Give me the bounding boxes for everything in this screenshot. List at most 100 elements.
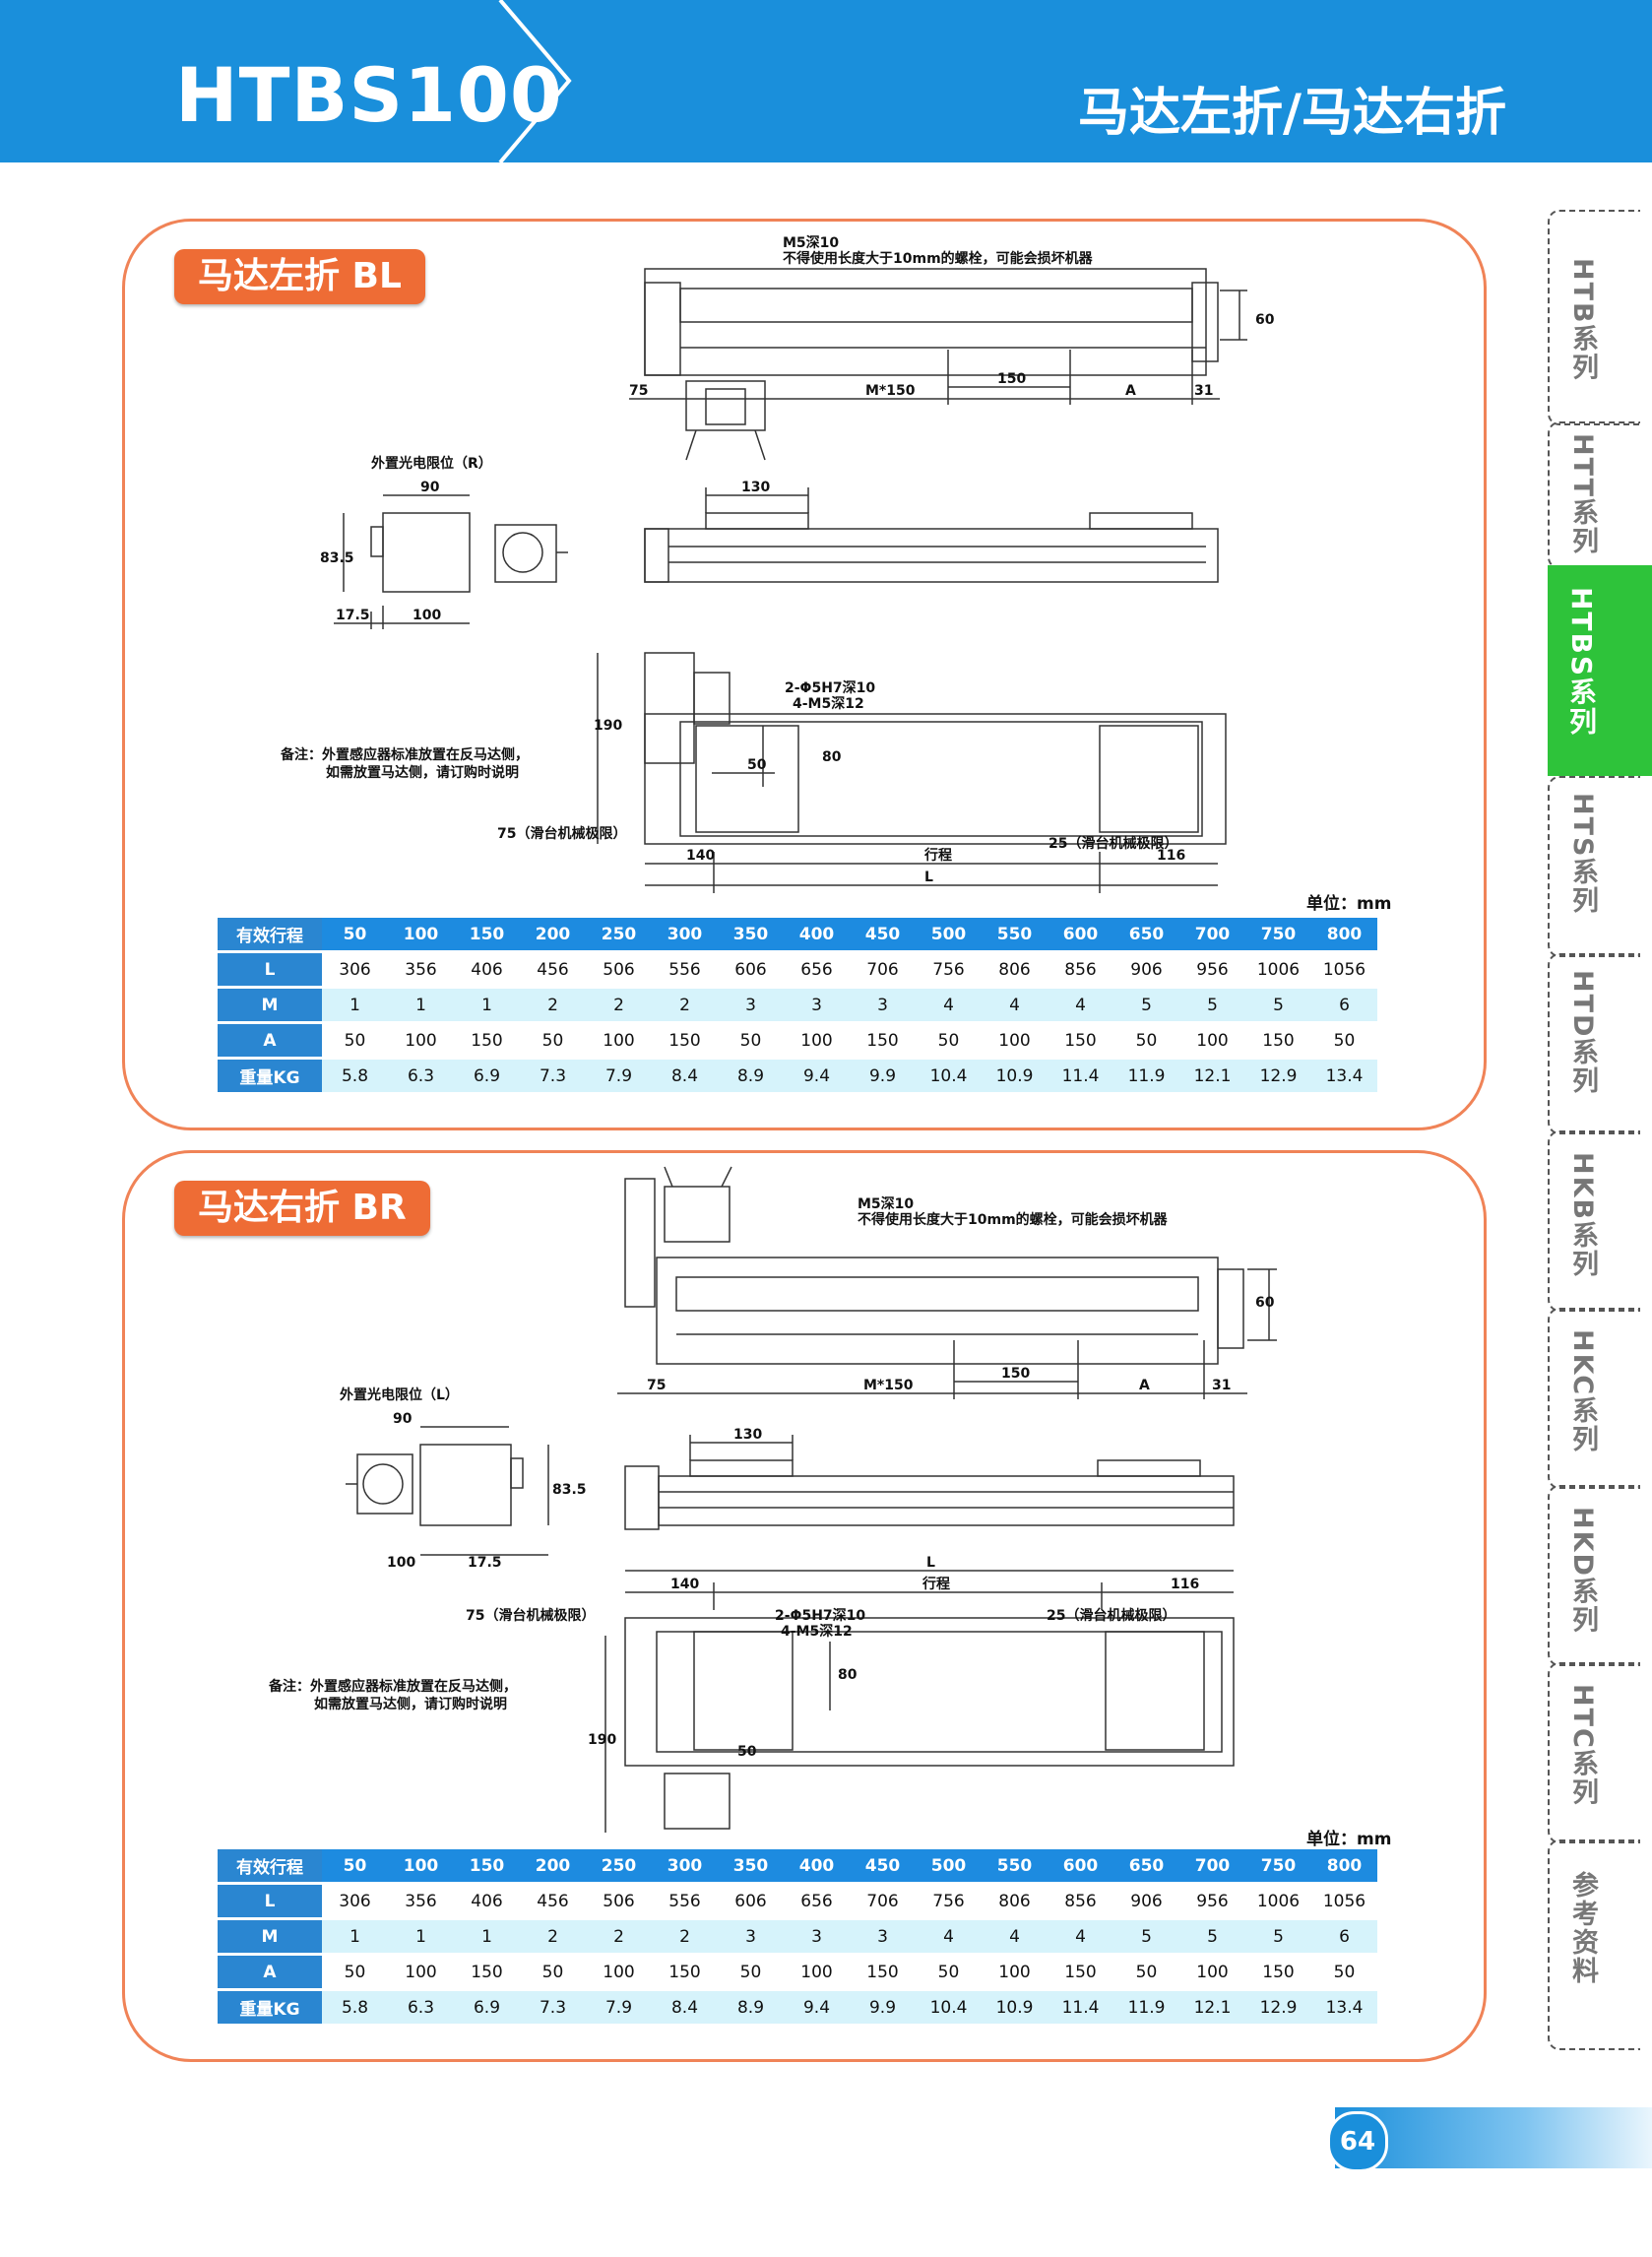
table-cell: 1056	[1311, 1885, 1377, 1917]
table-header-cell: 750	[1245, 918, 1311, 950]
table-cell: 150	[1048, 1956, 1113, 1988]
table-cell: 50	[1113, 1024, 1179, 1057]
table-header-cell: 450	[850, 918, 916, 950]
page-header: HTBS100 马达左折/马达右折	[0, 0, 1652, 162]
table-cell: 4	[916, 1920, 982, 1953]
table-header-cell: 300	[652, 1849, 718, 1882]
table-cell: 5	[1179, 1920, 1245, 1953]
dim-label: 140	[670, 1577, 699, 1592]
dim-label: 17.5	[336, 608, 370, 623]
table-cell: 3	[850, 989, 916, 1021]
dim-label: 不得使用长度大于10mm的螺栓，可能会损坏机器	[858, 1211, 1169, 1228]
table-cell: 12.1	[1179, 1991, 1245, 2024]
table-cell: 1056	[1311, 953, 1377, 986]
table-row: M 1 1 1 2 2 2 3 3 3 4 4 4 5 5 5 6	[218, 989, 1377, 1021]
sidebar-item-hkb[interactable]	[1548, 1130, 1640, 1312]
dim-label: 75	[629, 383, 648, 399]
dim-label: 行程	[923, 847, 952, 864]
table-cell: 重量KG	[218, 1991, 322, 2024]
table-header-cell: 700	[1179, 1849, 1245, 1882]
table-cell: 706	[850, 1885, 916, 1917]
table-cell: 806	[982, 1885, 1048, 1917]
table-cell: 10.4	[916, 1060, 982, 1092]
table-header-cell: 500	[916, 918, 982, 950]
table-cell: 12.9	[1245, 1060, 1311, 1092]
table-cell: 100	[784, 1956, 850, 1988]
dim-label: A	[1125, 383, 1136, 399]
dim-label: 31	[1194, 383, 1213, 399]
dim-label: 2-Φ5H7深10	[785, 679, 875, 696]
table-cell: M	[218, 1920, 322, 1953]
table-cell: 906	[1113, 953, 1179, 986]
table-cell: 5	[1113, 989, 1179, 1021]
table-cell: 856	[1048, 953, 1113, 986]
dim-label: A	[1139, 1378, 1150, 1393]
table-row: 重量KG 5.8 6.3 6.9 7.3 7.9 8.4 8.9 9.4 9.9…	[218, 1991, 1377, 2024]
sidebar-item-htc[interactable]	[1548, 1662, 1640, 1843]
plan-view-body	[624, 1617, 1235, 1767]
side-view-body	[658, 1475, 1235, 1526]
sidebar-item-label: HTC系列	[1567, 1684, 1598, 1807]
table-cell: 506	[586, 1885, 652, 1917]
table-cell: 2	[520, 989, 586, 1021]
motor-plan	[664, 1773, 731, 1830]
table-row: M 1 1 1 2 2 2 3 3 3 4 4 4 5 5 5 6	[218, 1920, 1377, 1953]
table-cell: 656	[784, 1885, 850, 1917]
table-header-cell: 600	[1048, 1849, 1113, 1882]
dim-label: 100	[387, 1555, 415, 1571]
table-row: L 306 356 406 456 506 556 606 656 706 75…	[218, 1885, 1377, 1917]
table-cell: 150	[850, 1024, 916, 1057]
chevron-right-icon	[498, 0, 572, 162]
table-cell: 3	[784, 989, 850, 1021]
sidebar-item-label: HTBS系列	[1565, 587, 1598, 738]
dim-label: 90	[420, 480, 440, 495]
table-cell: 3	[718, 989, 784, 1021]
table-cell: 150	[652, 1956, 718, 1988]
table-header-cell: 550	[982, 918, 1048, 950]
carriage-right	[1105, 1631, 1205, 1751]
table-cell: 1	[454, 989, 520, 1021]
plan-view-body	[644, 713, 1227, 845]
table-cell: 956	[1179, 1885, 1245, 1917]
table-cell: 6	[1311, 989, 1377, 1021]
section-bl: 马达左折 BL	[122, 219, 1487, 1130]
table-cell: 50	[916, 1024, 982, 1057]
table-cell: 4	[1048, 989, 1113, 1021]
sidebar-item-hts[interactable]	[1548, 776, 1640, 957]
table-cell: 10.4	[916, 1991, 982, 2024]
br-drawing-labels: M5深10 不得使用长度大于10mm的螺栓，可能会损坏机器 60 75 M*15…	[268, 1195, 1275, 1760]
table-cell: 150	[1245, 1956, 1311, 1988]
table-cell: L	[218, 1885, 322, 1917]
table-header-cell: 350	[718, 918, 784, 950]
table-header-cell: 200	[520, 1849, 586, 1882]
page-title: 马达左折/马达右折	[1078, 84, 1506, 143]
remark-line: 备注：外置感应器标准放置在反马达侧，	[268, 1678, 517, 1695]
sidebar-item-label: 参考资料	[1567, 1871, 1598, 1985]
table-row: 重量KG 5.8 6.3 6.9 7.3 7.9 8.4 8.9 9.4 9.9…	[218, 1060, 1377, 1092]
sidebar-item-reference[interactable]	[1548, 1839, 1640, 2050]
dim-label: 行程	[921, 1576, 950, 1592]
table-cell: 906	[1113, 1885, 1179, 1917]
table-cell: 8.9	[718, 1991, 784, 2024]
dim-label: 60	[1255, 312, 1275, 328]
br-technical-drawing: M5深10 不得使用长度大于10mm的螺栓，可能会损坏机器 60 75 M*15…	[268, 1166, 1277, 1833]
table-cell: 356	[388, 953, 454, 986]
table-cell: 10.9	[982, 1060, 1048, 1092]
table-cell: 7.3	[520, 1060, 586, 1092]
table-header-cell: 800	[1311, 918, 1377, 950]
sidebar-item-htb[interactable]	[1548, 210, 1640, 425]
bl-drawing-labels: M5深10 不得使用长度大于10mm的螺栓，可能会损坏机器 60 75 M*15…	[280, 234, 1275, 885]
table-cell: 100	[388, 1024, 454, 1057]
sidebar-item-hkc[interactable]	[1548, 1308, 1640, 1489]
table-cell: 1	[454, 1920, 520, 1953]
bl-technical-drawing: M5深10 不得使用长度大于10mm的螺栓，可能会损坏机器 60 75 M*15…	[280, 234, 1275, 893]
motor-top	[685, 380, 766, 431]
dim-label: 17.5	[468, 1555, 502, 1571]
table-cell: 5	[1179, 989, 1245, 1021]
carriage-left	[693, 1631, 794, 1751]
sidebar-item-htd[interactable]	[1548, 953, 1640, 1134]
table-cell: 50	[520, 1024, 586, 1057]
sidebar-item-htbs[interactable]: HTBS系列	[1548, 565, 1652, 776]
sidebar-item-hkd[interactable]	[1548, 1485, 1640, 1666]
table-cell: 406	[454, 953, 520, 986]
